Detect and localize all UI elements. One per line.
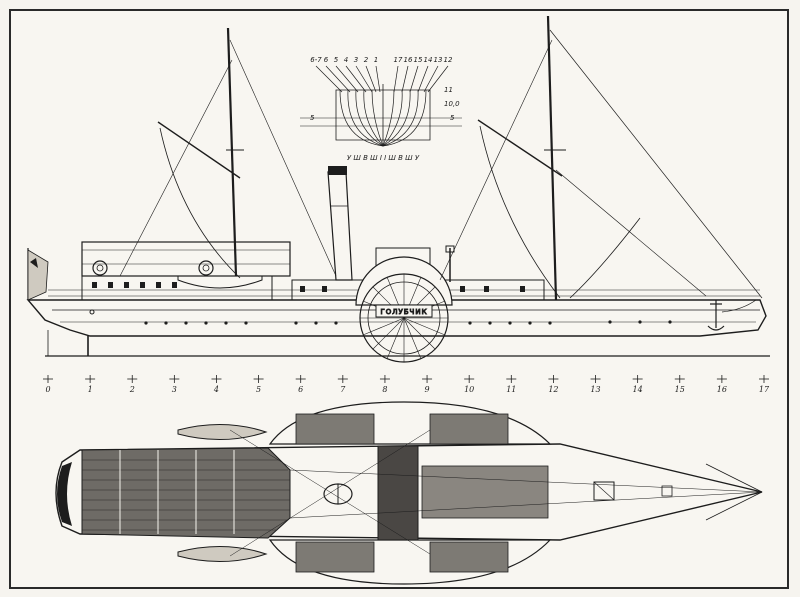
body-plan-number: 13 [434, 56, 443, 64]
side-mark: 5 [310, 114, 315, 122]
body-plan-number: 1 [374, 56, 378, 64]
frame-station: 0 [43, 375, 53, 394]
body-plan-number: 3 [354, 56, 358, 64]
body-plan-number: 12 [444, 56, 453, 64]
frame-station-label: 9 [425, 385, 430, 394]
frame-section-lines [315, 65, 449, 147]
paddle-wheel: ГОЛУБЧИК [355, 256, 453, 363]
anchor-icon [707, 299, 757, 331]
deck-hull-outline [55, 443, 763, 541]
frame-station-label: 0 [45, 385, 50, 394]
waterline-letters: У Ш В Ш І І Ш В Ш У [347, 154, 420, 162]
frame-station-label: 13 [590, 385, 600, 394]
frame-station: 11 [506, 375, 516, 394]
body-plan-number: 6-7 [310, 56, 322, 64]
frame-station-label: 8 [382, 385, 387, 394]
frame-station-label: 14 [633, 385, 643, 394]
funnel [327, 166, 353, 281]
frame-station: 13 [590, 375, 601, 394]
frame-station: 8 [379, 375, 390, 394]
lifeboat-bottom [177, 546, 268, 562]
side-mark: 10,0 [444, 100, 460, 108]
frame-station: 12 [548, 375, 559, 394]
frame-station-label: 7 [340, 385, 346, 394]
frame-station: 17 [759, 375, 770, 394]
frame-station-label: 17 [759, 385, 770, 394]
body-plan-number: 17 [394, 56, 403, 64]
frame-station: 4 [211, 375, 222, 394]
portholes [89, 309, 672, 325]
frame-station-label: 1 [88, 385, 93, 394]
aft-deckhouse [81, 241, 291, 301]
frame-station: 7 [337, 375, 348, 394]
fore-mast [439, 15, 763, 301]
frame-station: 14 [633, 375, 643, 394]
frame-station-label: 15 [675, 385, 685, 394]
lifebuoy-icon [198, 260, 214, 276]
frame-station: 3 [169, 375, 180, 394]
body-plan-number: 15 [414, 56, 423, 64]
frame-station: 2 [127, 375, 138, 394]
aft-mast [119, 27, 337, 279]
central-deck-block [377, 445, 419, 541]
frame-station: 1 [85, 375, 96, 394]
deck-plan [55, 401, 763, 585]
frame-station-label: 10 [464, 385, 474, 394]
fore-hatch [421, 465, 549, 519]
body-plan-number: 6 [324, 56, 329, 64]
frame-station-label: 2 [129, 385, 135, 394]
ship-nameplate: ГОЛУБЧИК [380, 308, 427, 316]
side-mark: 11 [444, 86, 453, 94]
frame-station-label: 4 [213, 385, 219, 394]
frame-station: 15 [675, 375, 685, 394]
side-elevation: ГОЛУБЧИК [26, 15, 770, 363]
frame-station-label: 6 [298, 385, 303, 394]
body-plan-number: 2 [364, 56, 369, 64]
stern-flag [27, 248, 49, 301]
frame-station: 10 [464, 375, 474, 394]
frame-station-label: 12 [548, 385, 558, 394]
frame-station-label: 11 [506, 385, 516, 394]
lifeboat [177, 275, 263, 289]
paddle-spokes [360, 274, 448, 362]
body-plan-number: 5 [334, 56, 339, 64]
frame-station-label: 16 [717, 385, 727, 394]
frame-station-label: 3 [172, 385, 177, 394]
aft-deck-planking [81, 447, 291, 539]
frame-station: 16 [717, 375, 727, 394]
body-plan-number: 16 [404, 56, 413, 64]
frame-station-label: 5 [256, 385, 261, 394]
lifebuoy-icon [92, 260, 108, 276]
side-mark: 5 [450, 114, 455, 122]
body-plan-number: 14 [424, 56, 433, 64]
lifeboat-top [177, 424, 268, 440]
body-plan-number: 4 [344, 56, 348, 64]
frame-station: 6 [295, 375, 306, 394]
frame-station: 9 [422, 375, 433, 394]
frame-station: 5 [253, 375, 264, 394]
